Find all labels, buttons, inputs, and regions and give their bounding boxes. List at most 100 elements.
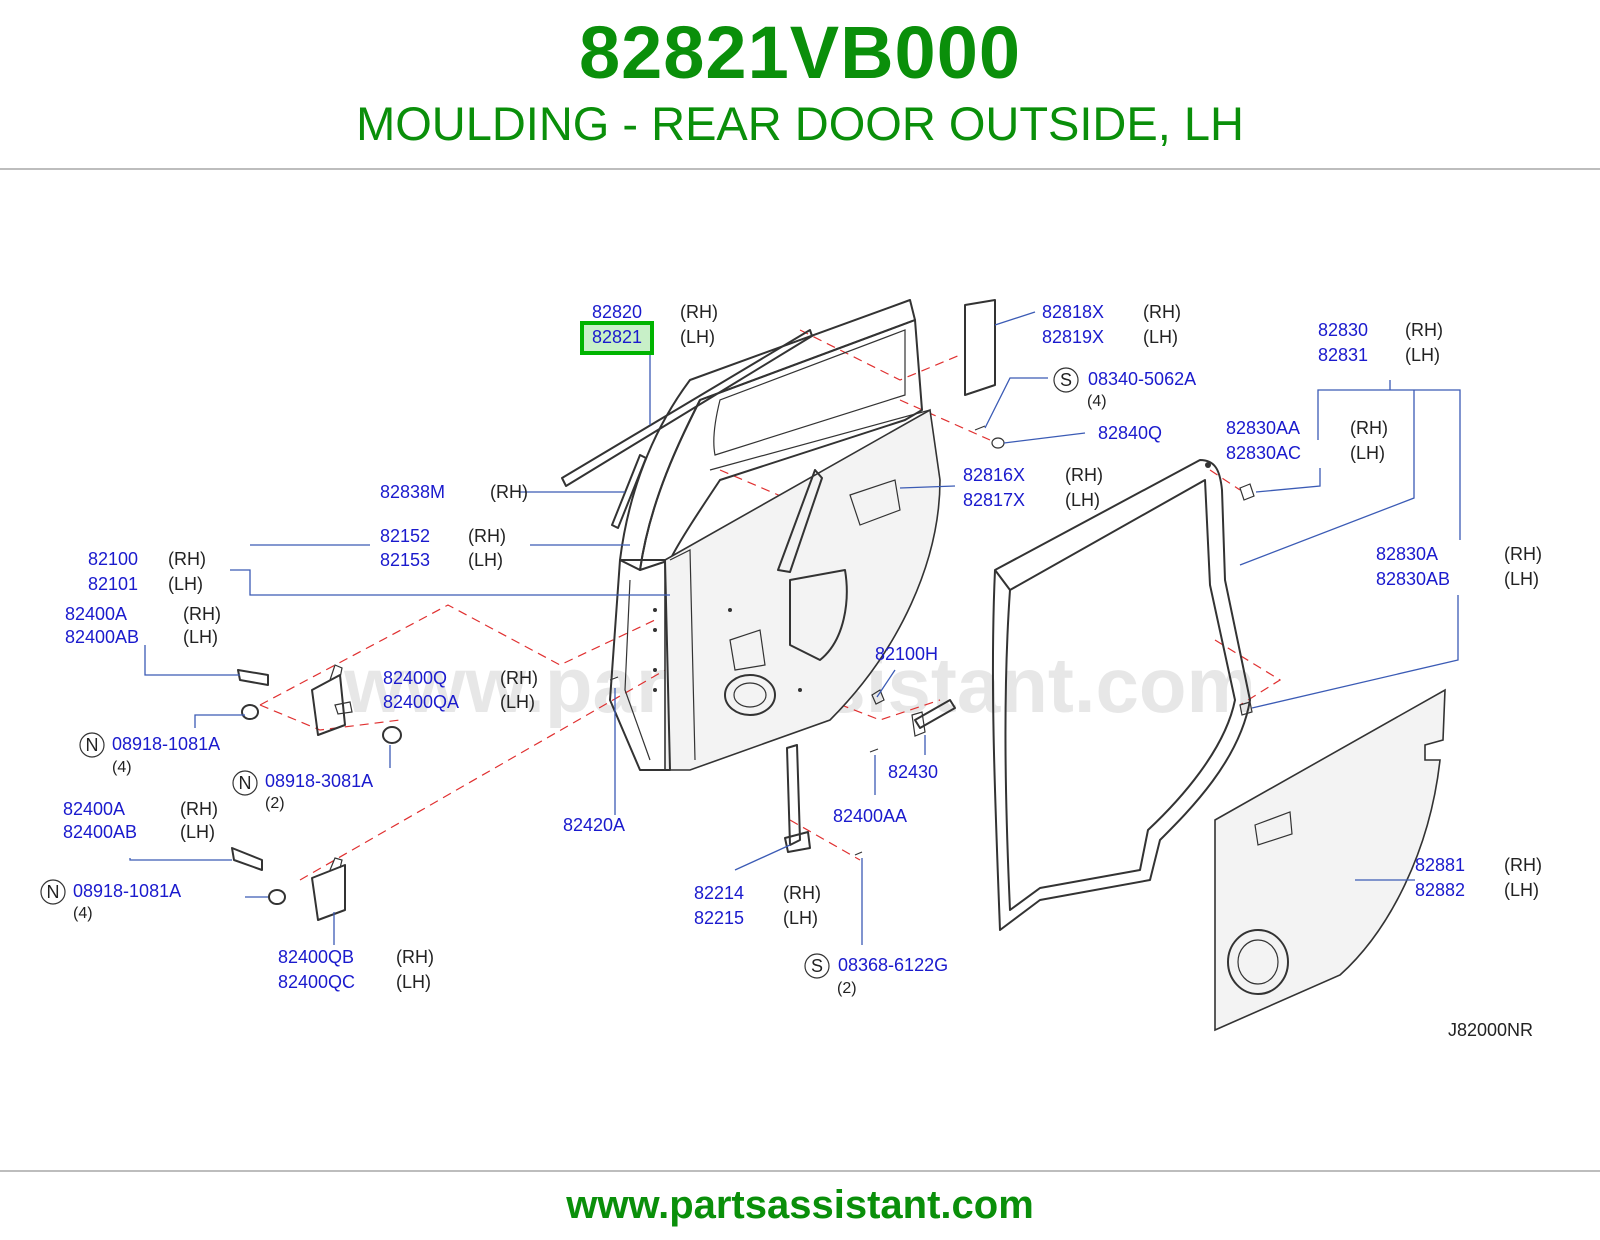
- side-rh: (RH): [1405, 320, 1443, 340]
- label-82830[interactable]: 82830: [1318, 320, 1368, 340]
- label-82817x[interactable]: 82817X: [963, 490, 1025, 510]
- side-rh: (RH): [168, 549, 206, 569]
- label-08368-6122g[interactable]: 08368-6122G: [838, 955, 948, 975]
- outside-moulding-drawing: [561, 329, 813, 487]
- trim-panel-drawing: [1214, 688, 1446, 1032]
- plug-drawing: [991, 437, 1005, 449]
- side-rh: (RH): [183, 604, 221, 624]
- part-description-title: MOULDING - REAR DOOR OUTSIDE, LH: [356, 97, 1244, 150]
- label-82101[interactable]: 82101: [88, 574, 138, 594]
- label-82400ab-lower[interactable]: 82400AB: [63, 822, 137, 842]
- page-header: 82821VB000 MOULDING - REAR DOOR OUTSIDE,…: [0, 0, 1600, 168]
- part-number-title: 82821VB000: [578, 11, 1022, 94]
- door-shell-drawing: [609, 299, 941, 771]
- label-82215[interactable]: 82215: [694, 908, 744, 928]
- qty-label: (4): [112, 759, 132, 776]
- n-marker-icon: [40, 879, 66, 905]
- label-82838m[interactable]: 82838M: [380, 482, 445, 502]
- label-82400ab-upper[interactable]: 82400AB: [65, 627, 139, 647]
- sash-cover-drawing: [777, 469, 823, 573]
- label-82830aa[interactable]: 82830AA: [1226, 418, 1300, 438]
- side-lh: (LH): [500, 692, 535, 712]
- weatherstrip-drawing: [991, 459, 1251, 931]
- side-lh: (LH): [783, 908, 818, 928]
- side-rh: (RH): [1504, 855, 1542, 875]
- side-rh: (RH): [1504, 544, 1542, 564]
- label-82840q[interactable]: 82840Q: [1098, 423, 1162, 443]
- label-82882[interactable]: 82882: [1415, 880, 1465, 900]
- n-marker-text: N: [86, 735, 99, 755]
- side-lh: (LH): [180, 822, 215, 842]
- label-82816x[interactable]: 82816X: [963, 465, 1025, 485]
- n-marker-icon: [232, 770, 258, 796]
- leader-lines: [129, 311, 1461, 945]
- sash-strip-drawing: [611, 454, 647, 529]
- qty-label: (4): [73, 905, 93, 922]
- side-lh: (LH): [1350, 443, 1385, 463]
- s-marker-text: S: [811, 956, 823, 976]
- bumper-drawing: [871, 689, 885, 705]
- label-82400a-lower[interactable]: 82400A: [63, 799, 125, 819]
- sash-channel-drawing: [784, 744, 811, 853]
- label-82830ac[interactable]: 82830AC: [1226, 443, 1301, 463]
- small-screws-drawing: [609, 676, 879, 856]
- s-marker-icon: [1053, 367, 1079, 393]
- label-82820[interactable]: 82820: [592, 302, 642, 322]
- check-link-drawing: [911, 699, 956, 737]
- clip-drawing-lower: [1239, 701, 1253, 716]
- label-82100[interactable]: 82100: [88, 549, 138, 569]
- side-rh: (RH): [468, 526, 506, 546]
- label-08918-3081a[interactable]: 08918-3081A: [265, 771, 373, 791]
- side-rh: (RH): [500, 668, 538, 688]
- side-lh: (LH): [1504, 569, 1539, 589]
- highlight-box: [580, 321, 654, 355]
- label-08918-1081a-lower[interactable]: 08918-1081A: [73, 881, 181, 901]
- label-82881[interactable]: 82881: [1415, 855, 1465, 875]
- side-lh: (LH): [1143, 327, 1178, 347]
- label-82430[interactable]: 82430: [888, 762, 938, 782]
- side-rh: (RH): [680, 302, 718, 322]
- screw-drawing: [974, 425, 986, 431]
- side-lh: (LH): [1504, 880, 1539, 900]
- qty-label: (2): [265, 795, 285, 812]
- label-82400a-upper[interactable]: 82400A: [65, 604, 127, 624]
- footer-website-link[interactable]: www.partsassistant.com: [566, 1183, 1034, 1227]
- label-82818x[interactable]: 82818X: [1042, 302, 1104, 322]
- side-rh: (RH): [396, 947, 434, 967]
- side-rh: (RH): [1350, 418, 1388, 438]
- label-08340-5062a[interactable]: 08340-5062A: [1088, 369, 1196, 389]
- label-08918-1081a-upper[interactable]: 08918-1081A: [112, 734, 220, 754]
- footer-divider: [0, 1170, 1600, 1172]
- qty-label: (2): [837, 980, 857, 997]
- side-lh: (LH): [168, 574, 203, 594]
- garnish-panel-drawing: [964, 299, 996, 396]
- diagram-code: J82000NR: [1448, 1020, 1533, 1040]
- label-82400qa[interactable]: 82400QA: [383, 692, 459, 712]
- s-marker-text: S: [1060, 370, 1072, 390]
- label-82400aa[interactable]: 82400AA: [833, 806, 907, 826]
- side-rh: (RH): [1143, 302, 1181, 322]
- label-82831[interactable]: 82831: [1318, 345, 1368, 365]
- side-rh: (RH): [180, 799, 218, 819]
- label-82819x[interactable]: 82819X: [1042, 327, 1104, 347]
- label-82100h[interactable]: 82100H: [875, 644, 938, 664]
- label-82214[interactable]: 82214: [694, 883, 744, 903]
- label-82400qc[interactable]: 82400QC: [278, 972, 355, 992]
- side-rh: (RH): [1065, 465, 1103, 485]
- side-lh: (LH): [468, 550, 503, 570]
- label-82821-highlighted[interactable]: 82821: [592, 327, 642, 347]
- lower-hinge-drawing: [231, 847, 346, 921]
- label-82830a[interactable]: 82830A: [1376, 544, 1438, 564]
- label-82830ab[interactable]: 82830AB: [1376, 569, 1450, 589]
- n-marker-text: N: [239, 773, 252, 793]
- label-82152[interactable]: 82152: [380, 526, 430, 546]
- n-marker-text: N: [47, 882, 60, 902]
- parts-diagram: www.partsassistant.com: [0, 170, 1600, 1170]
- label-82400q[interactable]: 82400Q: [383, 668, 447, 688]
- n-marker-icon: [79, 732, 105, 758]
- header-divider: [0, 168, 1600, 170]
- label-82400qb[interactable]: 82400QB: [278, 947, 354, 967]
- label-82153[interactable]: 82153: [380, 550, 430, 570]
- side-rh: (RH): [783, 883, 821, 903]
- label-82420a[interactable]: 82420A: [563, 815, 625, 835]
